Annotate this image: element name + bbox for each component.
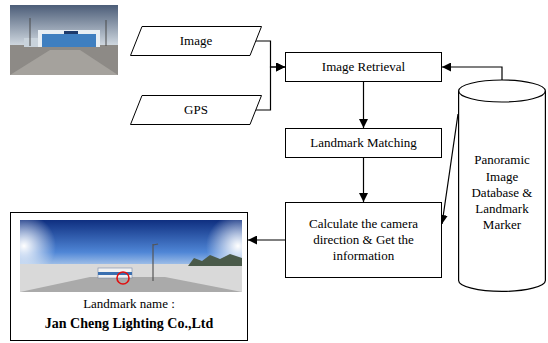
flow-arrow — [442, 114, 458, 224]
photo-glass — [42, 34, 96, 47]
flow-arrow — [248, 239, 285, 240]
database-cylinder: Panoramic Image Database & Landmark Mark… — [458, 80, 546, 292]
process-box: Landmark Matching — [285, 128, 442, 158]
flow-arrow — [363, 158, 364, 202]
photo-sign — [64, 31, 78, 34]
node-body: Jan Cheng Lighting Co.,Ltd — [45, 315, 213, 333]
photo-building — [38, 30, 100, 47]
panorama-lamp — [153, 244, 158, 245]
panorama — [20, 220, 242, 292]
photo-lamp — [30, 18, 31, 46]
node-label: Image — [180, 33, 212, 49]
cylinder-rim — [459, 91, 546, 102]
photo-lamp — [106, 20, 107, 46]
node-label: Calculate the camera direction & Get the… — [294, 216, 433, 265]
query-photo — [10, 5, 118, 75]
panorama-ground — [20, 264, 242, 292]
flow-arrow — [442, 67, 502, 80]
photo-sky — [10, 5, 118, 47]
panorama-trees — [188, 254, 242, 266]
landmark-marker — [117, 272, 129, 284]
input-parallelogram: GPS — [130, 95, 262, 125]
result-panel: Landmark name : Jan Cheng Lighting Co.,Lt… — [10, 212, 248, 341]
node-label: Landmark Matching — [310, 135, 417, 151]
panorama-road — [20, 277, 242, 292]
process-box: Image Retrieval — [285, 52, 442, 82]
node-label: Image Retrieval — [322, 59, 405, 75]
process-box: Calculate the camera direction & Get the… — [285, 202, 442, 278]
node-label: GPS — [184, 102, 208, 118]
parallelogram-shape — [131, 96, 262, 125]
flow-arrow — [256, 67, 285, 110]
photo-road — [10, 50, 118, 75]
node-label: Panoramic Image Database & Landmark Mark… — [464, 152, 540, 233]
panorama-lamp — [152, 244, 153, 281]
flow-arrow — [256, 41, 285, 67]
flow-arrow — [363, 82, 364, 128]
node-label: Landmark name : — [83, 296, 175, 312]
photo-wing — [24, 38, 40, 47]
input-parallelogram: Image — [130, 26, 262, 56]
parallelogram-shape — [131, 27, 262, 56]
cylinder-body — [459, 80, 546, 291]
photo-ground — [10, 45, 118, 75]
